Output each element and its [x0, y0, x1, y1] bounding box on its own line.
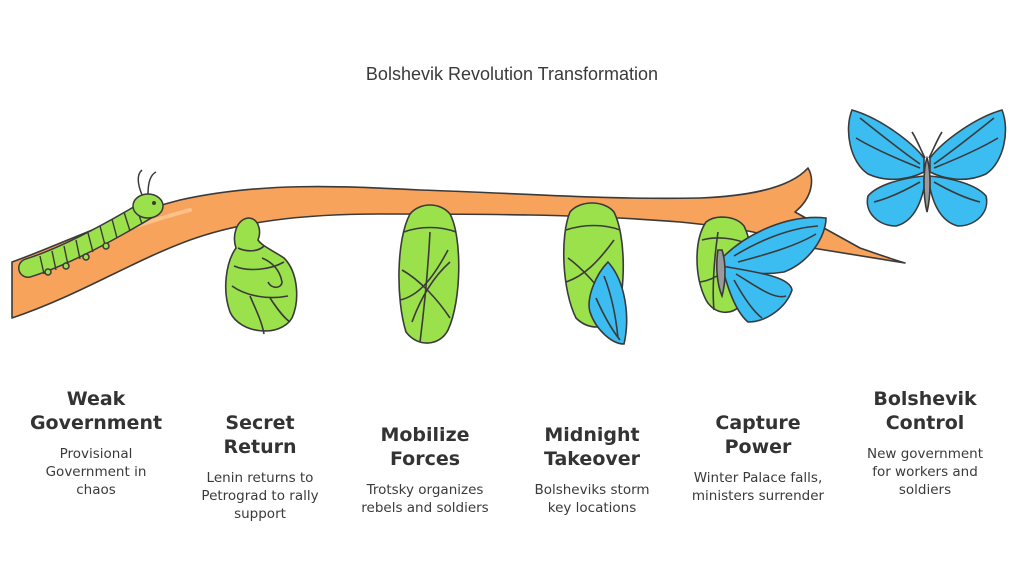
stage-bolshevik-control: Bolshevik Control New government for wor…: [845, 387, 1005, 499]
caterpillar-icon: [18, 169, 164, 278]
stage-description: Winter Palace falls, ministers surrender: [691, 470, 825, 504]
stage-heading: Weak Government: [29, 388, 163, 434]
stage-secret-return: Secret Return Lenin returns to Petrograd…: [180, 411, 340, 523]
chrysalis-opening-icon: [563, 202, 628, 345]
stage-heading: Midnight Takeover: [543, 424, 641, 470]
stage-heading: Mobilize Forces: [380, 424, 470, 470]
stage-weak-government: Weak Government Provisional Government i…: [16, 387, 176, 499]
stage-heading: Secret Return: [223, 412, 297, 458]
stage-description: Bolsheviks storm key locations: [534, 482, 650, 516]
stage-heading: Bolshevik Control: [873, 388, 977, 434]
stage-capture-power: Capture Power Winter Palace falls, minis…: [678, 411, 838, 505]
emerging-butterfly-icon: [696, 216, 827, 323]
stage-description: Trotsky organizes rebels and soldiers: [361, 482, 489, 516]
stage-description: Provisional Government in chaos: [45, 446, 147, 498]
stage-midnight-takeover: Midnight Takeover Bolsheviks storm key l…: [512, 423, 672, 517]
butterfly-icon: [847, 109, 1007, 227]
stage-heading: Capture Power: [715, 412, 801, 458]
chrysalis-curled-icon: [224, 217, 298, 335]
diagram-title: Bolshevik Revolution Transformation: [365, 64, 659, 84]
stage-description: Lenin returns to Petrograd to rally supp…: [201, 470, 319, 522]
stage-mobilize-forces: Mobilize Forces Trotsky organizes rebels…: [345, 423, 505, 517]
chrysalis-icon: [398, 204, 460, 344]
branch: [11, 167, 906, 319]
stage-description: New government for workers and soldiers: [866, 446, 984, 498]
